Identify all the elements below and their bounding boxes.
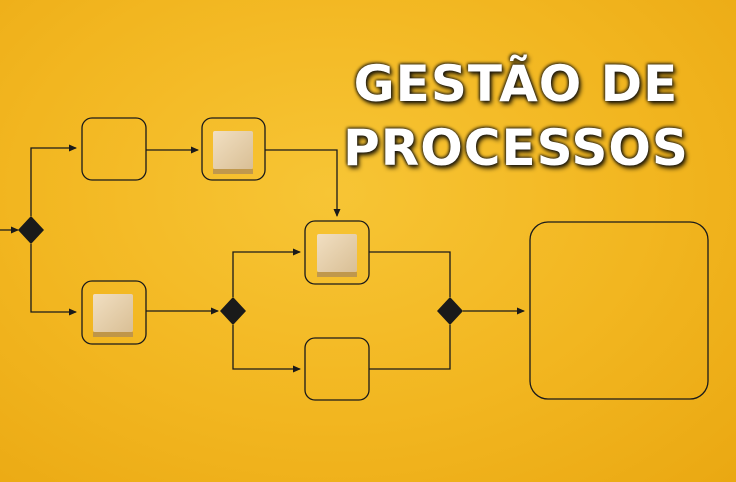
- title-line-1: GESTÃO DE: [353, 55, 679, 113]
- wooden-cube-bottom-left: [93, 294, 133, 337]
- decision-gateway-1: [18, 216, 44, 244]
- banner-title: GESTÃO DE PROCESSOS: [336, 52, 696, 180]
- decision-gateway-2: [220, 297, 246, 325]
- title-line-2: PROCESSOS: [343, 119, 689, 177]
- join-up-line: [369, 251, 451, 297]
- process-box-middle: [304, 220, 370, 285]
- wooden-cube-middle: [317, 234, 357, 277]
- split-up-arrow: [30, 144, 77, 216]
- final-outcome-box: [529, 221, 709, 400]
- process-box-lower: [304, 337, 370, 401]
- join-down-line: [369, 325, 451, 370]
- wooden-cube-top: [213, 131, 253, 174]
- split2-down-arrow: [232, 325, 301, 373]
- split-down-arrow: [30, 244, 77, 316]
- process-box-top-left: [81, 117, 147, 181]
- merge-down-arrow: [265, 149, 341, 217]
- process-box-bottom-left: [81, 280, 147, 345]
- split2-up-arrow: [232, 248, 301, 297]
- process-box-top-right: [201, 117, 266, 181]
- decision-gateway-3: [437, 297, 463, 325]
